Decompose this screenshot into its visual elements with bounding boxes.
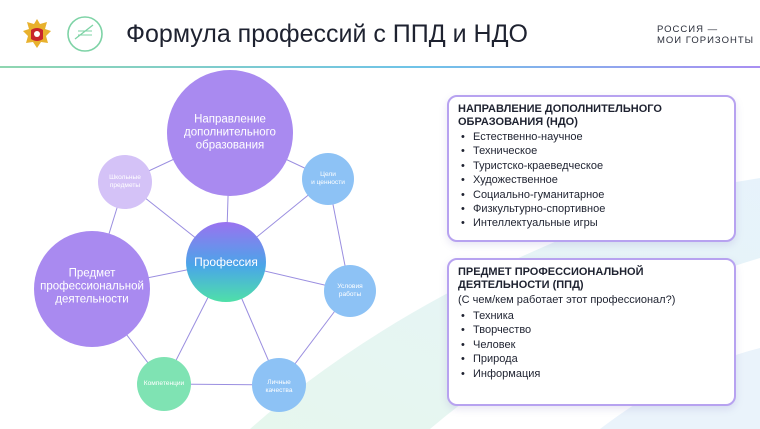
bullet-icon: •	[461, 353, 465, 366]
list-item: • Физкультурно-спортивное	[457, 202, 605, 216]
node-profession	[186, 222, 266, 302]
page-title: Формула профессий с ППД и НДО	[126, 20, 528, 48]
node-ppd-label: Предмет профессиональной деятельности	[40, 268, 144, 307]
list-item: • Творчество	[457, 323, 540, 337]
node-goals-line-2: и ценности	[311, 179, 345, 186]
list-item: • Человек	[457, 338, 540, 352]
ndo-item-text: Естественно-научное	[473, 131, 583, 143]
node-ndo-line-3: образования	[195, 139, 265, 152]
bullet-icon: •	[461, 310, 465, 322]
bullet-icon: •	[461, 338, 465, 351]
node-conditions-line-2: работы	[338, 291, 362, 298]
list-item: • Интеллектуальные игры	[457, 216, 605, 230]
ministry-emblem-icon	[20, 17, 54, 51]
node-personal-qualities-label: Личные качества	[265, 379, 292, 395]
ndo-card: Направление дополнительного образования …	[447, 95, 736, 242]
list-item: • Информация	[457, 367, 540, 381]
ppd-item-text: Техника	[473, 310, 514, 322]
bullet-icon: •	[461, 324, 465, 337]
node-ppd-line-1: Предмет	[68, 267, 116, 280]
node-school-subjects	[98, 155, 152, 209]
ndo-list: • Естественно-научное • Техническое • Турис…	[457, 130, 605, 231]
node-ppd-line-2: профессиональной	[40, 280, 144, 293]
list-item: • Естественно-научное	[457, 130, 605, 144]
list-item: • Социально-гуманитарное	[457, 188, 605, 202]
ppd-card: Предмет профессиональной деятельности (П…	[447, 258, 736, 406]
bullet-icon: •	[461, 188, 465, 201]
ndo-item-text: Художественное	[473, 174, 558, 187]
brand-name: РОССИЯ — МОИ ГОРИЗОНТЫ	[657, 24, 754, 46]
node-work-conditions	[324, 265, 376, 317]
node-ndo	[167, 70, 293, 196]
node-profession-label: Профессия	[194, 255, 258, 269]
list-item: • Художественное	[457, 173, 605, 187]
node-personal-line-2: качества	[265, 387, 293, 394]
node-competencies-label: Компетенции	[143, 380, 185, 387]
node-conditions-line-1: Условия	[337, 283, 363, 290]
bullet-icon: •	[461, 203, 465, 216]
ndo-item-text: Физкультурно-спортивное	[473, 203, 606, 216]
ndo-card-title: Направление дополнительного образования …	[458, 103, 662, 128]
brand-line-2: МОИ ГОРИЗОНТЫ	[657, 35, 755, 46]
list-item: • Туристско-краеведческое	[457, 159, 605, 173]
node-work-conditions-label: Условия работы	[337, 283, 362, 299]
node-ppd-line-3: деятельности	[55, 293, 129, 306]
ndo-item-text: Техническое	[473, 145, 538, 158]
node-ndo-label: Направление дополнительного образования	[184, 114, 276, 153]
node-school-line-2: предметы	[109, 182, 141, 189]
node-school-subjects-label: Школьные предметы	[109, 174, 141, 190]
bullet-icon: •	[461, 131, 465, 143]
node-ndo-line-2: дополнительного	[184, 126, 276, 139]
node-ndo-line-1: Направление	[194, 113, 266, 126]
ppd-card-subtitle: (С чем/кем работает этот профессионал?)	[458, 294, 676, 306]
bullet-icon: •	[461, 367, 465, 380]
list-item: • Техника	[457, 309, 540, 323]
ppd-card-title: Предмет профессиональной деятельности (П…	[458, 266, 644, 291]
node-personal-line-1: Личные	[267, 379, 291, 386]
ppd-item-text: Человек	[473, 338, 516, 351]
header-divider	[0, 66, 760, 68]
ppd-item-text: Информация	[473, 367, 541, 380]
ndo-item-text: Социально-гуманитарное	[473, 188, 605, 201]
node-goals-values	[302, 153, 354, 205]
node-goals-line-1: Цели	[320, 171, 336, 178]
node-goals-values-label: Цели и ценности	[311, 171, 345, 187]
ppd-item-text: Природа	[473, 353, 518, 366]
ticket-to-future-logo-icon	[66, 15, 104, 53]
node-personal-qualities	[252, 358, 306, 412]
node-school-line-1: Школьные	[109, 174, 141, 181]
header: Формула профессий с ППД и НДО РОССИЯ — М…	[0, 0, 760, 66]
ppd-item-text: Творчество	[473, 324, 532, 337]
brand-line-1: РОССИЯ —	[657, 24, 719, 35]
bullet-icon: •	[461, 159, 465, 172]
node-competencies	[137, 357, 191, 411]
ndo-item-text: Туристско-краеведческое	[473, 159, 604, 172]
ndo-item-text: Интеллектуальные игры	[473, 217, 598, 230]
profession-formula-diagram: Направление дополнительного образования …	[0, 68, 430, 429]
bullet-icon: •	[461, 145, 465, 158]
list-item: • Природа	[457, 352, 540, 366]
bullet-icon: •	[461, 174, 465, 187]
bullet-icon: •	[461, 217, 465, 230]
ppd-list: • Техника • Творчество • Человек • Природа •…	[457, 309, 540, 381]
list-item: • Техническое	[457, 144, 605, 158]
node-ppd	[34, 231, 150, 347]
